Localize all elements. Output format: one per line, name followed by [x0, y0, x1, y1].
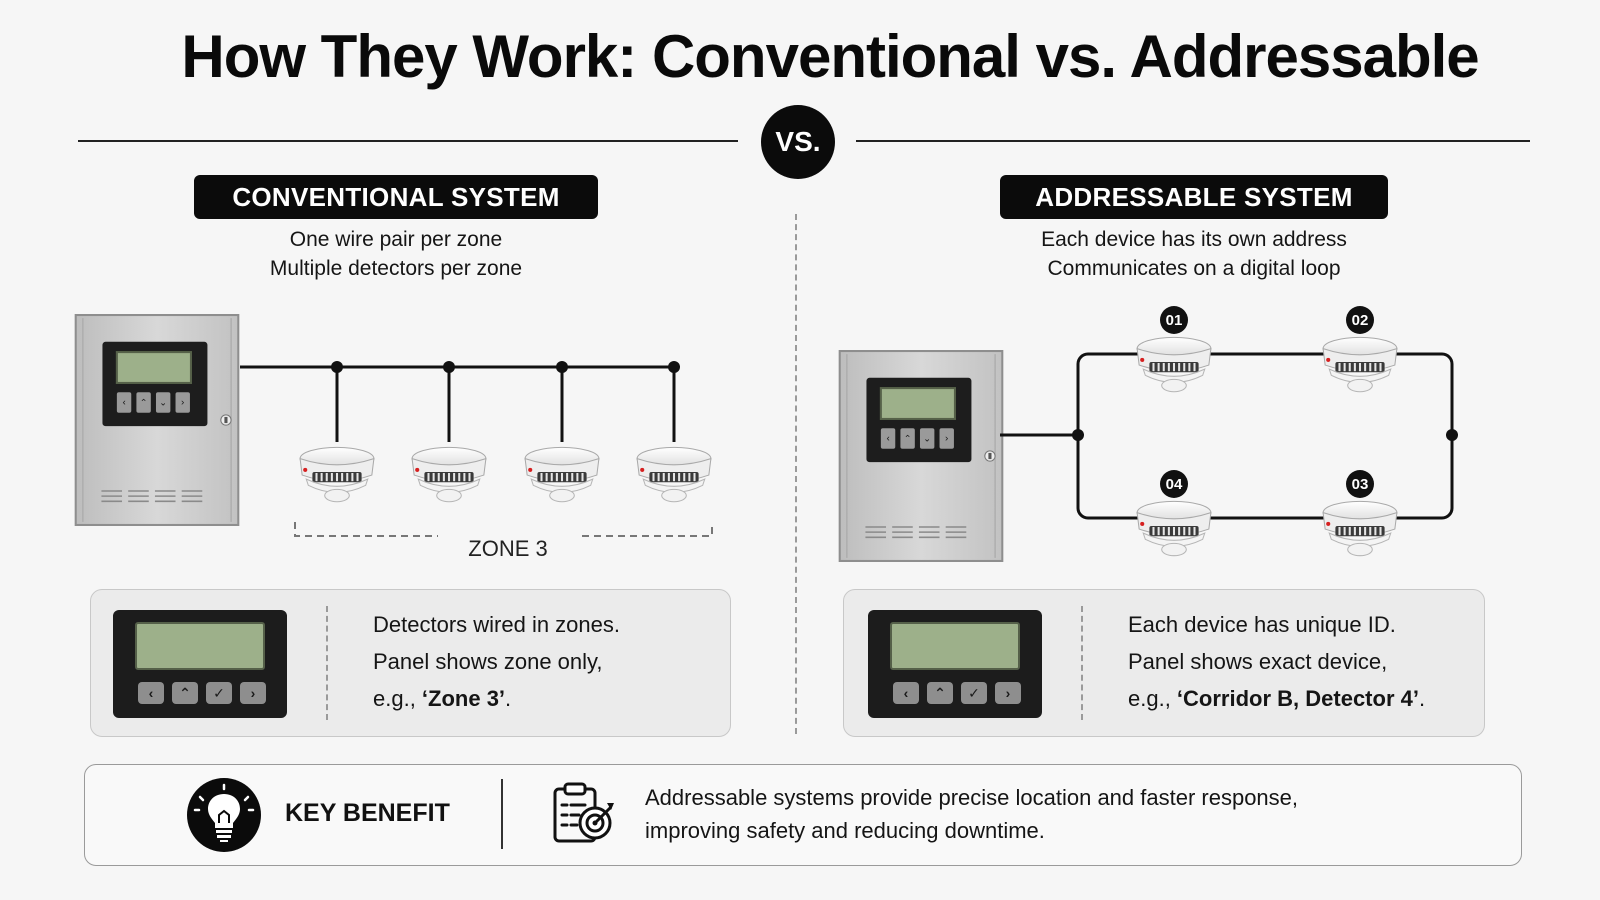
conventional-heading: CONVENTIONAL SYSTEM [194, 175, 598, 219]
key-benefit-label: KEY BENEFIT [285, 799, 450, 827]
smoke-detector-icon [1136, 336, 1212, 393]
smoke-detector-icon [299, 446, 375, 503]
center-divider [795, 214, 797, 734]
conventional-info-line2: Panel shows zone only, [373, 649, 603, 674]
addressable-heading: ADDRESSABLE SYSTEM [1000, 175, 1388, 219]
conventional-info-line3: e.g., ‘Zone 3’. [373, 686, 512, 711]
benefit-line1: Addressable systems provide precise loca… [645, 785, 1299, 810]
addressable-subtitle-line2: Communicates on a digital loop [1047, 257, 1341, 280]
zone-display-panel: ‹ ⌃ ✓ › [113, 610, 287, 718]
conventional-subtitle-line2: Multiple detectors per zone [269, 257, 523, 280]
conventional-info-box: ‹ ⌃ ✓ › Detectors wired in zones. Panel … [90, 589, 731, 737]
addressable-info-line3: e.g., ‘Corridor B, Detector 4’. [1128, 686, 1426, 711]
title-rule-left [78, 140, 738, 142]
smoke-detector-icon [411, 446, 487, 503]
device-example: ‘Corridor B, Detector 4’ [1176, 686, 1419, 711]
smoke-detector-icon [636, 446, 712, 503]
check-button[interactable]: ✓ [206, 682, 232, 704]
clipboard-target-icon [553, 782, 614, 843]
conventional-info-text: Detectors wired in zones. Panel shows zo… [373, 606, 620, 717]
lcd-screen [135, 622, 265, 670]
smoke-detector-icon [1322, 500, 1398, 557]
lcd-screen [890, 622, 1020, 670]
addressable-info-text: Each device has unique ID. Panel shows e… [1128, 606, 1425, 717]
conventional-control-panel-icon [74, 314, 240, 526]
smoke-detector-icon [1136, 500, 1212, 557]
benefit-description: Addressable systems provide precise loca… [645, 781, 1298, 847]
left-arrow-button[interactable]: ‹ [893, 682, 919, 704]
detector-address-badge: 01 [1166, 312, 1183, 329]
detector-address-badge: 02 [1352, 312, 1369, 329]
up-arrow-button[interactable]: ⌃ [172, 682, 198, 704]
addressable-control-panel-icon [838, 350, 1004, 562]
benefit-divider [501, 779, 503, 849]
addressable-loop-diagram: 01 02 04 03 [838, 306, 1458, 562]
smoke-detector-icon [1322, 336, 1398, 393]
addressable-subtitle-line1: Each device has its own address [1041, 228, 1347, 251]
detector-address-badge: 03 [1352, 476, 1369, 493]
title-rule-right [856, 140, 1530, 142]
page-title: How They Work: Conventional vs. Addressa… [181, 23, 1479, 90]
conventional-subtitle: One wire pair per zone Multiple detector… [194, 225, 598, 283]
benefit-line2: improving safety and reducing downtime. [645, 818, 1045, 843]
zone-example: ‘Zone 3’ [421, 686, 506, 711]
addressable-info-line1: Each device has unique ID. [1128, 612, 1396, 637]
addressable-info-line2: Panel shows exact device, [1128, 649, 1388, 674]
conventional-info-line1: Detectors wired in zones. [373, 612, 620, 637]
right-arrow-button[interactable]: › [240, 682, 266, 704]
left-arrow-button[interactable]: ‹ [138, 682, 164, 704]
lightbulb-icon [187, 778, 261, 852]
vs-badge: VS. [761, 105, 835, 179]
check-button[interactable]: ✓ [961, 682, 987, 704]
key-benefit-box: KEY BENEFIT Addressable systems provide … [84, 764, 1522, 866]
right-arrow-button[interactable]: › [995, 682, 1021, 704]
zone-label: ZONE 3 [468, 536, 548, 561]
info-box-divider [326, 606, 328, 720]
conventional-wiring-diagram [74, 314, 713, 537]
addressable-subtitle: Each device has its own address Communic… [994, 225, 1394, 283]
addressable-info-box: ‹ ⌃ ✓ › Each device has unique ID. Panel… [843, 589, 1485, 737]
smoke-detector-icon [524, 446, 600, 503]
device-display-panel: ‹ ⌃ ✓ › [868, 610, 1042, 718]
up-arrow-button[interactable]: ⌃ [927, 682, 953, 704]
conventional-subtitle-line1: One wire pair per zone [289, 228, 503, 251]
detector-address-badge: 04 [1166, 476, 1183, 493]
info-box-divider [1081, 606, 1083, 720]
